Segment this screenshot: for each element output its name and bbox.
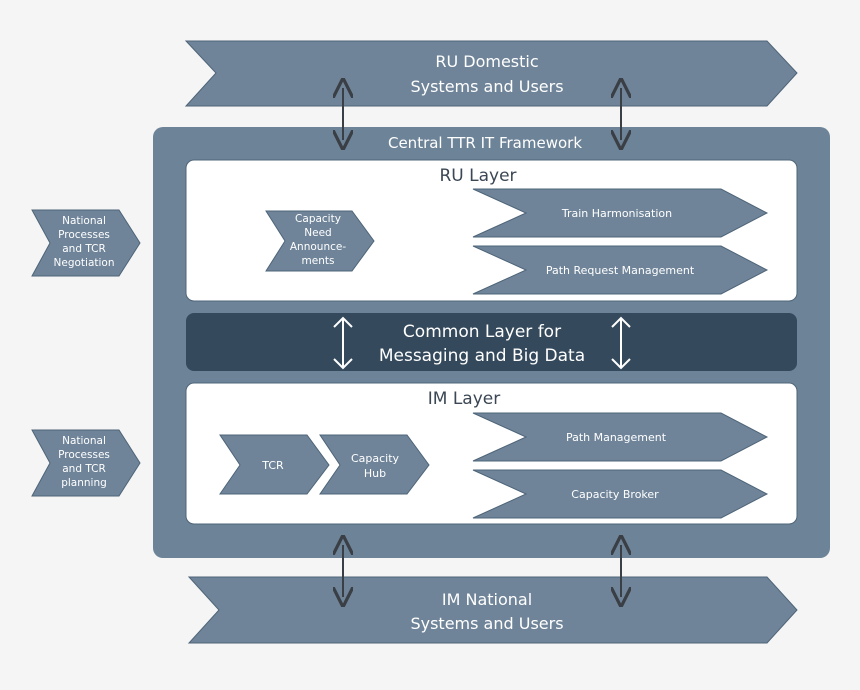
path-management: Path Management (472, 412, 769, 462)
side-input-ru: National Processes and TCR Negotiation (31, 209, 141, 277)
side-input-ru-chevron (31, 209, 141, 277)
side-input-im-line4: planning (61, 477, 107, 489)
train-harmonisation-label: Train Harmonisation (561, 207, 672, 220)
path-request-label: Path Request Management (546, 264, 695, 277)
im-national-line2: Systems and Users (410, 614, 563, 633)
capacity-hub-module: Capacity Hub (319, 434, 430, 495)
path-request-management: Path Request Management (472, 245, 769, 295)
capacity-broker-label: Capacity Broker (571, 488, 659, 501)
ru-domestic-systems: RU Domestic Systems and Users (184, 40, 798, 107)
capacity-need-chevron (265, 210, 375, 272)
double-arrow-icon (611, 316, 631, 370)
capacity-hub-line2: Hub (364, 467, 386, 480)
common-layer-line2: Messaging and Big Data (379, 346, 585, 366)
path-request-chevron (472, 245, 769, 295)
side-input-ru-line4: Negotiation (54, 257, 115, 269)
ru-domestic-chevron (184, 40, 798, 107)
capacity-need-line2: Need (304, 227, 331, 239)
side-input-im-line1: National (62, 435, 106, 447)
capacity-need-line1: Capacity (295, 213, 341, 225)
capacity-need-line3: Announce- (290, 241, 346, 253)
capacity-need-announcements: Capacity Need Announce- ments (265, 210, 375, 272)
common-layer-line1: Common Layer for (403, 322, 561, 342)
side-input-im: National Processes and TCR planning (31, 429, 141, 497)
side-input-ru-line2: Processes (58, 229, 110, 241)
capacity-hub-line1: Capacity (351, 452, 400, 465)
framework-title: Central TTR IT Framework (388, 134, 582, 152)
double-arrow-icon (333, 316, 353, 370)
im-national-chevron (187, 576, 798, 644)
capacity-hub-chevron (319, 434, 430, 495)
path-management-chevron (472, 412, 769, 462)
common-layer: Common Layer for Messaging and Big Data (186, 313, 797, 371)
ru-domestic-line2: Systems and Users (410, 77, 563, 96)
side-input-ru-line3: and TCR (62, 243, 106, 255)
tcr-label: TCR (261, 459, 284, 472)
capacity-broker-chevron (472, 469, 769, 519)
ru-domestic-line1: RU Domestic (435, 52, 538, 71)
im-layer-title: IM Layer (428, 389, 500, 409)
im-layer: IM Layer TCR Capacity Hub Path Managemen… (185, 382, 798, 525)
im-national-systems: IM National Systems and Users (187, 576, 798, 644)
tcr-module: TCR (219, 434, 330, 495)
im-national-line1: IM National (442, 590, 532, 609)
train-harmonisation-chevron (472, 188, 769, 238)
common-layer-panel (186, 313, 797, 371)
path-management-label: Path Management (566, 431, 667, 444)
tcr-chevron (219, 434, 330, 495)
side-input-im-chevron (31, 429, 141, 497)
side-input-im-line2: Processes (58, 449, 110, 461)
side-input-ru-line1: National (62, 215, 106, 227)
train-harmonisation: Train Harmonisation (472, 188, 769, 238)
side-input-im-line3: and TCR (62, 463, 106, 475)
ru-layer: RU Layer Capacity Need Announce- ments T… (185, 159, 798, 302)
ru-layer-title: RU Layer (439, 166, 516, 186)
capacity-need-line4: ments (302, 255, 335, 267)
capacity-broker: Capacity Broker (472, 469, 769, 519)
